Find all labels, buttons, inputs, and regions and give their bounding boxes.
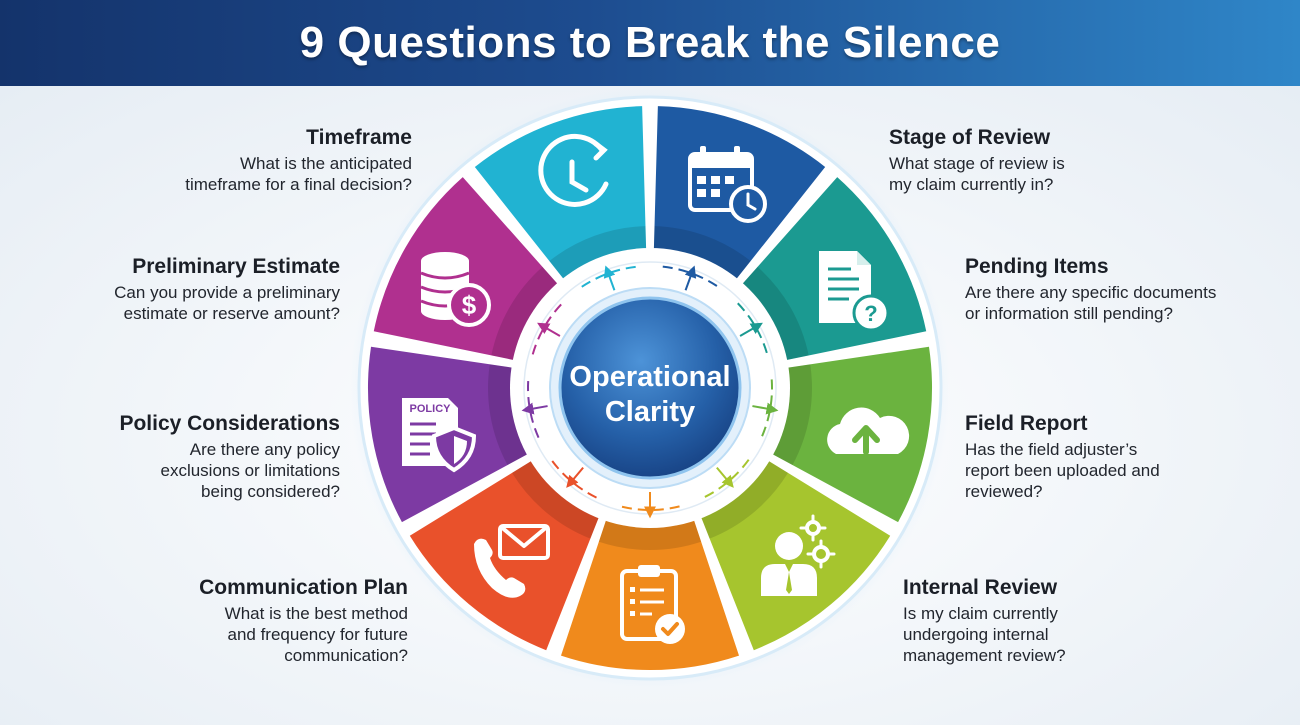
segment-shade-internal: [698, 457, 788, 539]
question-pending: Pending Items Are there any specific doc…: [965, 255, 1300, 324]
clipboard-check-icon: [620, 565, 685, 644]
center-circle: [558, 296, 742, 480]
segment-shade-estimate: [491, 266, 563, 362]
question-stage: Stage of Review What stage of review is …: [889, 126, 1229, 195]
question-text: Can you provide a preliminary estimate o…: [114, 283, 340, 323]
segment-checklist: [560, 513, 740, 670]
svg-text:?: ?: [864, 301, 877, 326]
page-title: 9 Questions to Break the Silence: [299, 18, 1001, 67]
question-field: Field Report Has the field adjuster’s re…: [965, 412, 1300, 502]
question-text: Has the field adjuster’s report been upl…: [965, 440, 1160, 501]
title-banner: 9 Questions to Break the Silence: [0, 0, 1300, 86]
question-text: What is the anticipated timeframe for a …: [185, 154, 412, 194]
segment-shade-communication: [512, 457, 602, 539]
policy-shield-icon: POLICY: [402, 398, 477, 473]
question-timeframe: Timeframe What is the anticipated timefr…: [72, 126, 412, 195]
radial-arrow-communication: [566, 467, 584, 488]
clock-icon: [538, 133, 609, 207]
cycle-arrow-pending: [737, 302, 769, 355]
question-title: Pending Items: [965, 255, 1109, 278]
cycle-arrow-policy: [527, 379, 540, 439]
question-text: What is the best method and frequency fo…: [224, 604, 408, 665]
question-policy: Policy Considerations Are there any poli…: [0, 412, 340, 502]
svg-text:$: $: [462, 290, 477, 320]
question-title: Internal Review: [903, 576, 1058, 599]
policy-icon-text: POLICY: [410, 403, 452, 415]
question-title: Stage of Review: [889, 126, 1051, 149]
document-question-icon: ?: [819, 251, 890, 332]
manager-gears-icon: [761, 514, 836, 596]
question-title: Preliminary Estimate: [132, 255, 340, 278]
question-text: Is my claim currently undergoing interna…: [903, 604, 1066, 665]
question-text: Are there any policy exclusions or limit…: [160, 440, 340, 501]
cycle-arrow-timeframe: [581, 265, 638, 288]
question-title: Communication Plan: [199, 576, 408, 599]
radial-arrow-estimate: [537, 322, 561, 337]
coins-dollar-icon: $: [420, 252, 491, 327]
radial-arrow-internal: [716, 467, 734, 488]
cloud-upload-icon: [827, 407, 910, 455]
radial-arrow-timeframe: [603, 265, 616, 291]
question-text: Are there any specific documents or info…: [965, 283, 1217, 323]
segment-shade-stage: [653, 226, 751, 285]
cycle-arrow-field: [760, 379, 773, 439]
phone-mail-icon: [474, 524, 550, 598]
cycle-arrow-internal: [703, 459, 750, 499]
radial-arrow-pending: [739, 322, 763, 337]
center-label-line1: Operational: [569, 361, 730, 393]
segment-communication: [409, 457, 602, 651]
question-estimate: Preliminary Estimate Can you provide a p…: [0, 255, 340, 324]
radial-arrow-field: [752, 402, 779, 415]
cycle-arrow-checklist: [620, 505, 680, 511]
cycle-arrow-stage: [662, 265, 719, 288]
question-internal: Internal Review Is my claim currently un…: [903, 576, 1243, 666]
calendar-icon: [688, 146, 767, 223]
segment-shade-timeframe: [549, 226, 647, 285]
question-communication: Communication Plan What is the best meth…: [68, 576, 408, 666]
radial-arrow-stage: [684, 265, 697, 291]
cycle-arrow-communication: [550, 459, 597, 499]
question-title: Policy Considerations: [119, 412, 340, 435]
question-text: What stage of review is my claim current…: [889, 154, 1065, 194]
center-label-line2: Clarity: [605, 396, 695, 428]
segment-shade-pending: [737, 266, 809, 362]
question-title: Field Report: [965, 412, 1088, 435]
radial-arrow-policy: [521, 402, 548, 415]
question-title: Timeframe: [306, 126, 412, 149]
cycle-arrow-estimate: [531, 302, 563, 355]
